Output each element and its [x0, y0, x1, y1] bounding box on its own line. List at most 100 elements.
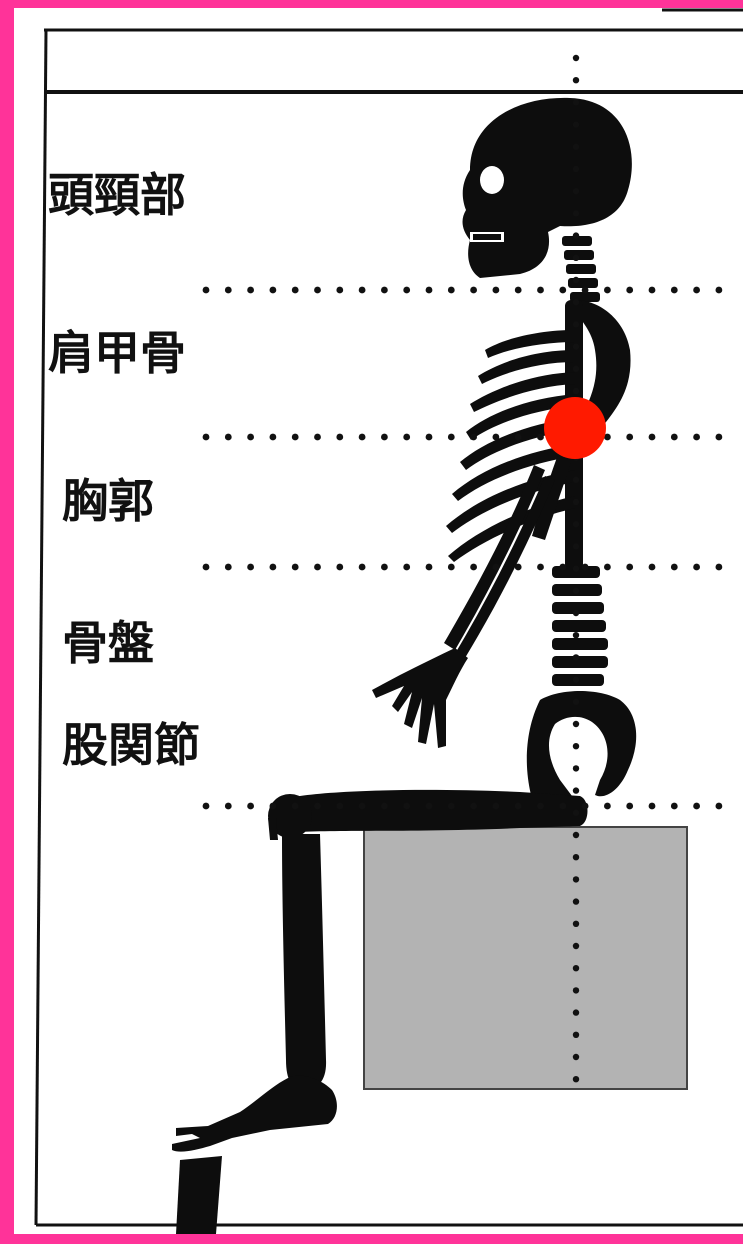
hand: [372, 648, 468, 748]
tibia: [282, 834, 327, 1090]
vertical-guide-dot: [572, 609, 580, 617]
vertical-guide-dot: [572, 77, 580, 84]
horizontal-guide-dot: [247, 433, 255, 441]
horizontal-guide-dot: [336, 563, 344, 571]
horizontal-guide-dot: [202, 433, 210, 441]
horizontal-guide-dot: [648, 286, 656, 294]
horizontal-guide-dot: [492, 433, 500, 441]
horizontal-guide-dot: [670, 802, 678, 810]
horizontal-guide-dot: [202, 563, 210, 571]
horizontal-guide-dot: [381, 433, 388, 441]
horizontal-guide-dot: [269, 286, 277, 294]
vertical-guide-dot: [572, 942, 580, 950]
skeleton-figure: [172, 97, 637, 1152]
horizontal-guide-dot: [291, 286, 299, 294]
label-scapula: 肩甲骨: [48, 326, 186, 380]
vertical-guide-dot: [572, 321, 580, 328]
red-marker-dot: [544, 397, 606, 459]
horizontal-guide-dot: [314, 286, 321, 294]
horizontal-guide-dot: [291, 563, 299, 571]
horizontal-guide-dot: [581, 563, 589, 571]
vertical-guide-dot: [572, 876, 580, 883]
vertical-guide-dot: [572, 498, 580, 506]
horizontal-guide-dot: [537, 286, 544, 294]
vertical-guide-dot: [572, 831, 580, 839]
vertical-guide-dot: [572, 254, 580, 261]
horizontal-guide-dot: [314, 563, 321, 571]
horizontal-guide-dot: [559, 802, 567, 810]
vertical-guide-dot: [572, 210, 580, 217]
vertical-guide-dot: [572, 809, 580, 816]
vertical-guide-dot: [572, 1009, 580, 1016]
vertical-guide-dot: [572, 698, 580, 705]
horizontal-guide-dot: [336, 802, 344, 810]
horizontal-guide-dot: [537, 433, 544, 441]
horizontal-guide-dot: [224, 286, 232, 294]
vertical-guide-dot: [572, 1031, 580, 1039]
horizontal-guide-dot: [224, 433, 232, 441]
forearm: [444, 465, 545, 650]
femur: [287, 789, 588, 832]
horizontal-guide-dot: [224, 563, 232, 571]
vertical-guide-dot: [572, 720, 580, 728]
horizontal-guide-dot: [648, 433, 656, 441]
horizontal-guide-dot: [447, 802, 455, 810]
horizontal-guide-dot: [470, 563, 477, 571]
horizontal-guide-dot: [670, 433, 678, 441]
vertical-guide-dot: [572, 654, 580, 661]
horizontal-guide-dot: [202, 286, 210, 294]
label-head-neck: 頭頸部: [48, 168, 186, 222]
vertical-guide-dot: [572, 854, 580, 861]
bottom-black-block: [176, 1156, 222, 1234]
eye-socket: [480, 166, 504, 194]
vertical-guide-dot: [572, 987, 580, 994]
horizontal-guide-dot: [403, 563, 411, 571]
vertical-guide-dot: [572, 787, 580, 794]
seat-box: [363, 826, 688, 1090]
horizontal-guide-dot: [693, 433, 700, 441]
horizontal-guide-dot: [314, 802, 321, 810]
horizontal-guide-dot: [715, 286, 723, 294]
horizontal-guide-dot: [626, 563, 634, 571]
horizontal-guide-dots: [202, 286, 723, 810]
horizontal-guide-dot: [470, 802, 477, 810]
vertical-guide-dot: [572, 587, 580, 594]
horizontal-guide-dot: [581, 802, 589, 810]
horizontal-guide-dot: [247, 802, 255, 810]
horizontal-guide-dot: [447, 433, 455, 441]
horizontal-guide-dot: [604, 802, 611, 810]
vertical-guide-dot: [572, 543, 580, 550]
vertical-guide-dot: [572, 1053, 580, 1061]
knee: [268, 794, 312, 838]
horizontal-guide-dot: [537, 802, 544, 810]
horizontal-guide-dot: [470, 286, 477, 294]
horizontal-guide-dot: [559, 286, 567, 294]
vertical-guide-dot: [572, 343, 580, 350]
skull-shape: [462, 97, 632, 279]
vertical-guide-dot: [572, 676, 580, 683]
vertical-guide-dot: [572, 276, 580, 284]
horizontal-guide-dot: [626, 433, 634, 441]
horizontal-guide-dot: [358, 563, 366, 571]
forearm-2: [456, 476, 555, 658]
horizontal-guide-dot: [447, 286, 455, 294]
horizontal-guide-dot: [626, 286, 634, 294]
vertical-guide-dot: [572, 765, 580, 772]
horizontal-guide-dot: [269, 433, 277, 441]
horizontal-guide-dot: [604, 563, 611, 571]
horizontal-guide-dot: [358, 802, 366, 810]
vertical-guide-dot: [572, 232, 580, 239]
horizontal-guide-dot: [425, 433, 433, 441]
vertical-guide-dot: [572, 898, 580, 905]
vertical-guide-dot: [572, 143, 580, 150]
horizontal-guide-dot: [670, 563, 678, 571]
horizontal-guide-dot: [291, 802, 299, 810]
horizontal-guide-dot: [381, 802, 388, 810]
vertical-guide-dot: [572, 965, 580, 972]
vertical-guide-dot: [572, 299, 580, 306]
horizontal-guide-dot: [492, 286, 500, 294]
vertical-guide-dot: [572, 387, 580, 395]
horizontal-guide-dot: [247, 563, 255, 571]
horizontal-guide-dot: [447, 563, 455, 571]
horizontal-guide-dot: [403, 433, 411, 441]
